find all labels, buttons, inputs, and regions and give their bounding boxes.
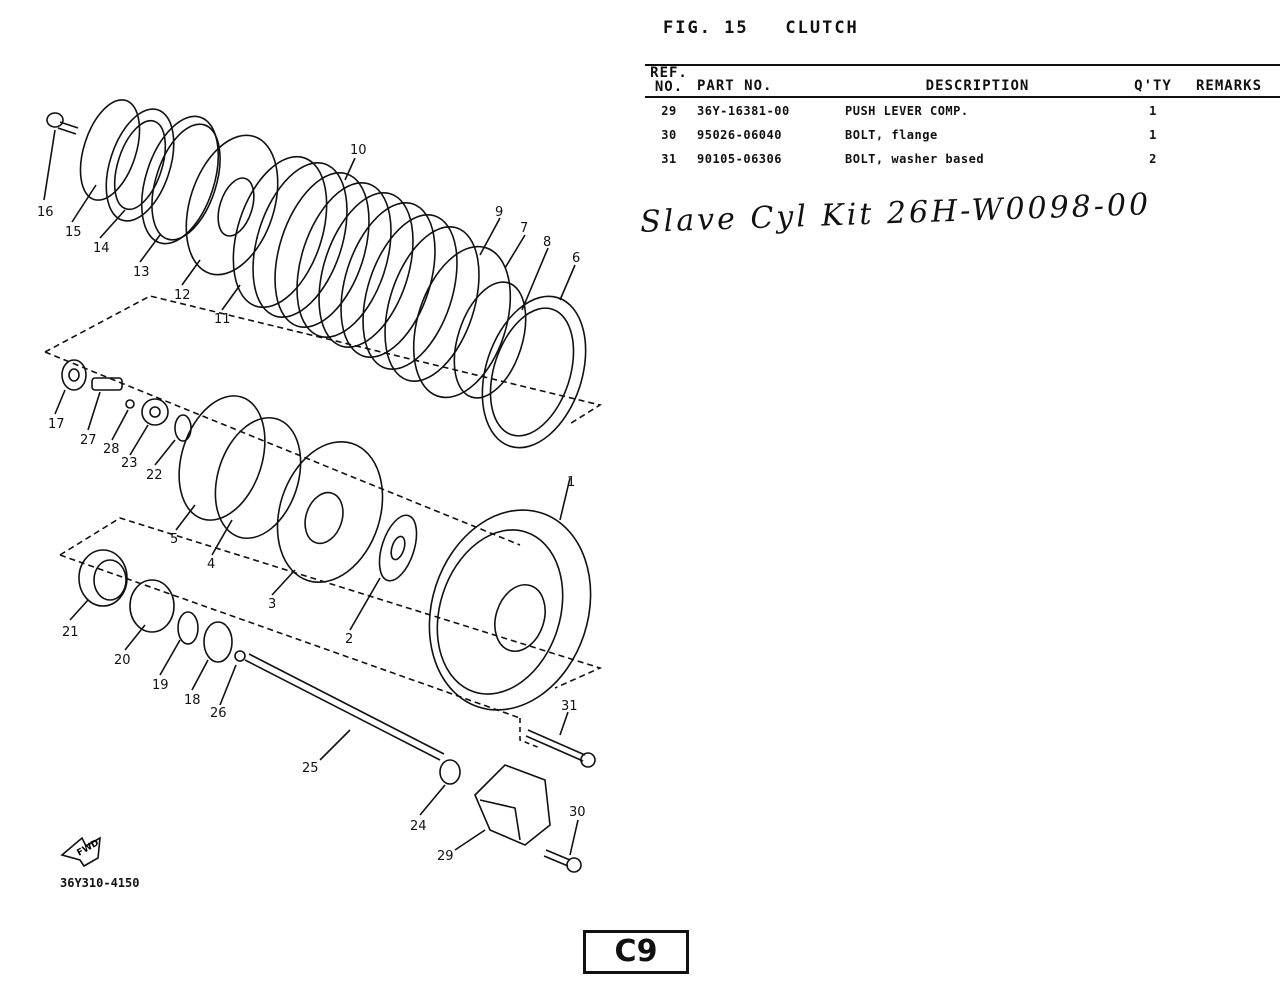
figure-name: CLUTCH: [785, 18, 859, 38]
clutch-exploded-diagram: FWD 16 15 14 13 12 11 10 9 7 8 6 17 27 2…: [37, 99, 603, 873]
callout-13: 13: [133, 265, 150, 280]
callout-20: 20: [114, 653, 131, 668]
callout-12: 12: [174, 288, 191, 303]
header-part-no: PART NO.: [693, 65, 841, 98]
row-part-no: 90105-06306: [697, 152, 782, 166]
assembly-boundary-upper: [44, 295, 603, 426]
callout-21: 21: [62, 625, 79, 640]
callout-3: 3: [268, 597, 276, 612]
clutch-plate-stack: [232, 155, 480, 382]
row-remarks: [1192, 97, 1280, 122]
table-row: 29 36Y-16381-00 PUSH LEVER COMP. 1: [645, 97, 1280, 122]
row-qty: 1: [1149, 128, 1157, 142]
callout-16: 16: [37, 205, 54, 220]
primary-driven-gear-shape: [428, 509, 592, 711]
row-qty: 2: [1149, 152, 1157, 166]
handwritten-note: Slave Cyl Kit 26H-W0098-00: [639, 187, 1152, 240]
bolt-30-shape: [543, 849, 582, 873]
row-ref: 29: [661, 104, 677, 118]
callout-15: 15: [65, 225, 82, 240]
callout-31: 31: [561, 699, 578, 714]
figure-label: FIG. 15: [663, 18, 749, 38]
callout-23: 23: [121, 456, 138, 471]
callout-6: 6: [572, 251, 580, 266]
push-lever-29-shape: [474, 764, 551, 846]
clutch-boss-shape: [276, 441, 384, 583]
row-description: BOLT, washer based: [845, 152, 985, 166]
callout-14: 14: [93, 241, 110, 256]
callout-1: 1: [567, 475, 575, 490]
parts-table: REF.NO. PART NO. DESCRIPTION Q'TY REMARK…: [645, 64, 1280, 170]
header-description: DESCRIPTION: [841, 65, 1114, 98]
header-ref-no: REF.NO.: [645, 65, 693, 98]
table-row: 31 90105-06306 BOLT, washer based 2: [645, 146, 1280, 170]
parts-table-header: REF.NO. PART NO. DESCRIPTION Q'TY REMARK…: [645, 65, 1280, 98]
callout-5: 5: [170, 532, 178, 547]
bolt-31-shape: [525, 729, 596, 768]
callout-19: 19: [152, 678, 169, 693]
row-ref: 31: [661, 152, 677, 166]
figure-title: FIG. 15 CLUTCH: [663, 18, 859, 38]
row-remarks: [1192, 146, 1280, 170]
callout-25: 25: [302, 761, 319, 776]
row-part-no: 95026-06040: [697, 128, 782, 142]
fwd-arrow-icon: [60, 836, 101, 868]
callout-9: 9: [495, 205, 503, 220]
header-remarks: REMARKS: [1192, 65, 1280, 98]
row-remarks: [1192, 122, 1280, 146]
assembly-boundary-lower: [59, 517, 603, 689]
callout-29: 29: [437, 849, 454, 864]
callout-4: 4: [207, 557, 215, 572]
callout-22: 22: [146, 468, 163, 483]
page-tag: C9: [583, 930, 689, 974]
callout-27: 27: [80, 433, 97, 448]
row-description: BOLT, flange: [845, 128, 938, 142]
callout-24: 24: [410, 819, 427, 834]
callout-8: 8: [543, 235, 551, 250]
row-ref: 30: [661, 128, 677, 142]
header-qty: Q'TY: [1114, 65, 1192, 98]
row-qty: 1: [1149, 104, 1157, 118]
callout-10: 10: [350, 143, 367, 158]
drawing-code: 36Y310-4150: [60, 876, 140, 890]
plate-15-shape: [79, 99, 141, 201]
callout-17: 17: [48, 417, 65, 432]
callout-26: 26: [210, 706, 227, 721]
callout-7: 7: [520, 221, 528, 236]
callout-18: 18: [184, 693, 201, 708]
bolt-16-shape: [46, 112, 79, 135]
callout-labels: 16 15 14 13 12 11 10 9 7 8 6 17 27 28 23…: [37, 143, 586, 864]
row-part-no: 36Y-16381-00: [697, 104, 790, 118]
callout-28: 28: [103, 442, 120, 457]
table-row: 30 95026-06040 BOLT, flange 1: [645, 122, 1280, 146]
row-description: PUSH LEVER COMP.: [845, 104, 969, 118]
callout-11: 11: [214, 312, 231, 327]
callout-2: 2: [345, 632, 353, 647]
callout-30: 30: [569, 805, 586, 820]
